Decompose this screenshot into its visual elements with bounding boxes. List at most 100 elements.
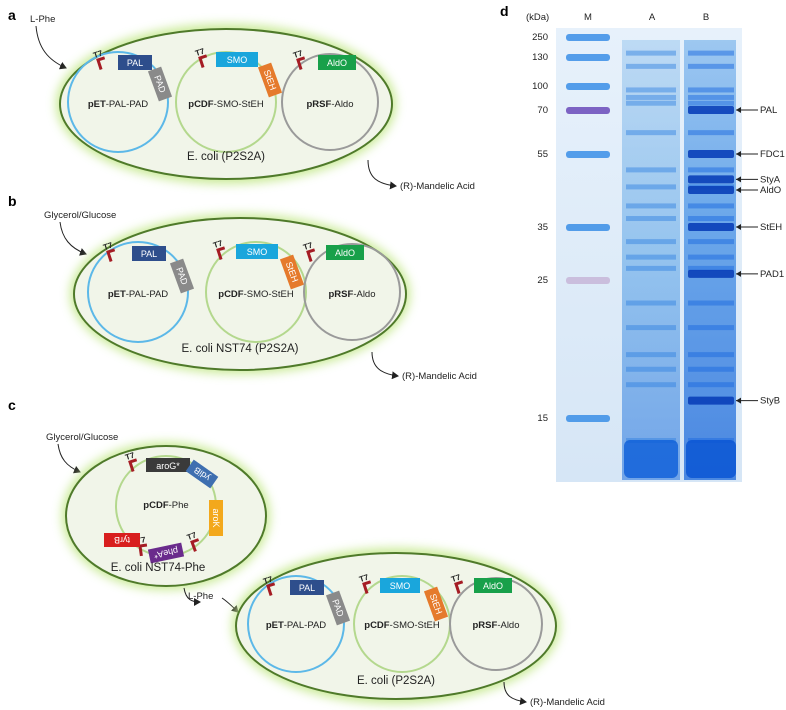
aldo-gene-label-a: AldO	[327, 58, 347, 68]
aldo-gene-b	[326, 245, 364, 260]
marker-label-55: 55	[537, 149, 548, 160]
pet-plasmid-label-a: pET-PAL-PAD	[88, 99, 148, 110]
lane-a-band	[626, 203, 676, 209]
overexpressed-band-aldo	[688, 186, 734, 195]
tyrb-gene-label: tyrB	[114, 535, 130, 545]
lane-label-m: M	[584, 12, 592, 23]
input-arrow-b	[59, 221, 87, 256]
prsf-plasmid-label-c: pRSF-Aldo	[473, 620, 520, 631]
t7-promoter-icon: T7	[450, 572, 464, 594]
lane-a-band	[626, 254, 676, 260]
overexpressed-band-pad1	[688, 269, 734, 278]
lane-a-band	[626, 50, 676, 56]
lane-b-band	[688, 366, 734, 372]
lane-a-band	[626, 325, 676, 331]
overexpressed-band-steh	[688, 223, 734, 231]
t7-promoter-icon: T7	[358, 572, 372, 594]
panel-a: a L-Phe PAL PAD T7 pET-PAL-PAD SMO StEH	[8, 7, 475, 192]
marker-label-130: 130	[532, 52, 548, 63]
lane-a-front	[624, 440, 678, 478]
kda-unit-label: (kDa)	[526, 12, 549, 23]
lane-b-band	[688, 94, 734, 100]
overexpressed-band-fdc1	[688, 150, 734, 158]
lane-a-band	[626, 239, 676, 245]
pet-plasmid-label-b: pET-PAL-PAD	[108, 289, 168, 300]
t7-promoter-icon: T7	[212, 238, 226, 260]
lane-a-band	[626, 216, 676, 222]
lane-b-band	[688, 254, 734, 260]
lane-b-band	[688, 100, 734, 106]
output-arrow-b	[371, 351, 399, 380]
lane-b-band	[688, 87, 734, 93]
smo-gene-c	[380, 578, 420, 593]
prsf-plasmid-label-b: pRSF-Aldo	[329, 289, 376, 300]
pcdf-plasmid-label-c: pCDF-SMO-StEH	[364, 620, 440, 631]
lane-a-band	[626, 94, 676, 100]
marker-band-55	[566, 151, 610, 158]
phea-gene: pheA*	[147, 542, 185, 564]
output-arrow-c	[503, 681, 527, 706]
input-label-c: Glycerol/Glucose	[46, 432, 118, 443]
strain-label-c1: E. coli NST74-Phe	[111, 562, 206, 574]
band-arrow-icon	[736, 176, 741, 183]
t7-promoter-icon: T7	[262, 574, 276, 596]
lane-a-band	[626, 300, 676, 306]
pcdf-plasmid-ring-b	[205, 241, 307, 343]
output-label-c: (R)-Mandelic Acid	[530, 697, 605, 708]
marker-band-130	[566, 54, 610, 61]
strain-label-a: E. coli (P2S2A)	[187, 151, 265, 163]
pad-gene-a: PAD	[147, 66, 173, 102]
pet-plasmid-ring-a	[67, 51, 169, 153]
svg-text:T7: T7	[292, 48, 304, 60]
svg-text:T7: T7	[194, 46, 206, 58]
svg-text:T7: T7	[262, 574, 274, 586]
pal-gene-label-b: PAL	[141, 249, 157, 259]
lane-a-band	[626, 184, 676, 190]
lane-b-bands	[686, 50, 736, 478]
lane-b-band	[688, 239, 734, 245]
band-label-aldo: AldO	[760, 185, 781, 196]
smo-gene-label-c: SMO	[390, 581, 411, 591]
lane-label-b: B	[703, 12, 709, 23]
marker-band-100	[566, 83, 610, 90]
marker-label-70: 70	[537, 105, 548, 116]
lane-a-bands	[624, 50, 678, 478]
marker-label-100: 100	[532, 81, 548, 92]
lane-label-a: A	[649, 12, 656, 23]
t7-promoter-icon: T7	[186, 530, 200, 552]
lane-b-band	[688, 265, 734, 271]
pal-gene-a	[118, 55, 152, 70]
panel-c: c Glycerol/Glucose aroG* ydiB aroK T7 ph…	[8, 397, 605, 708]
prsf-plasmid-label-a: pRSF-Aldo	[307, 99, 354, 110]
lane-a-band	[626, 167, 676, 173]
pcdf-plasmid-label-b: pCDF-SMO-StEH	[218, 289, 294, 300]
prsf-plasmid-ring-a	[281, 53, 379, 151]
band-arrow-icon	[736, 187, 741, 194]
band-label-steh: StEH	[760, 222, 782, 233]
input-label-a: L-Phe	[30, 14, 55, 25]
arok-gene-label: aroK	[211, 508, 221, 527]
ydib-gene: ydiB	[185, 459, 219, 489]
band-arrow-icon	[736, 224, 741, 230]
band-label-stya: StyA	[760, 174, 781, 185]
strain-label-c2: E. coli (P2S2A)	[357, 675, 435, 687]
intermediate-label-c: L-Phe	[188, 591, 213, 602]
tyrb-gene: tyrB	[104, 533, 140, 547]
smo-gene-a	[216, 52, 258, 67]
svg-text:T7: T7	[186, 530, 198, 542]
lane-a-band	[626, 382, 676, 388]
panel-label-c: c	[8, 397, 16, 413]
lane-b-front	[686, 440, 736, 478]
lane-a-band	[626, 352, 676, 358]
marker-label-15: 15	[537, 413, 548, 424]
steh-gene-c: StEH	[423, 586, 449, 622]
pet-plasmid-ring-c	[247, 575, 345, 673]
band-label-pal: PAL	[760, 105, 777, 116]
panel-b: b Glycerol/Glucose PAL PAD T7 pET-PAL-PA…	[8, 193, 477, 382]
band-arrow-icon	[736, 270, 741, 277]
lane-a-band	[626, 63, 676, 69]
prsf-plasmid-ring-b	[303, 243, 401, 341]
lane-b-band	[688, 63, 734, 69]
